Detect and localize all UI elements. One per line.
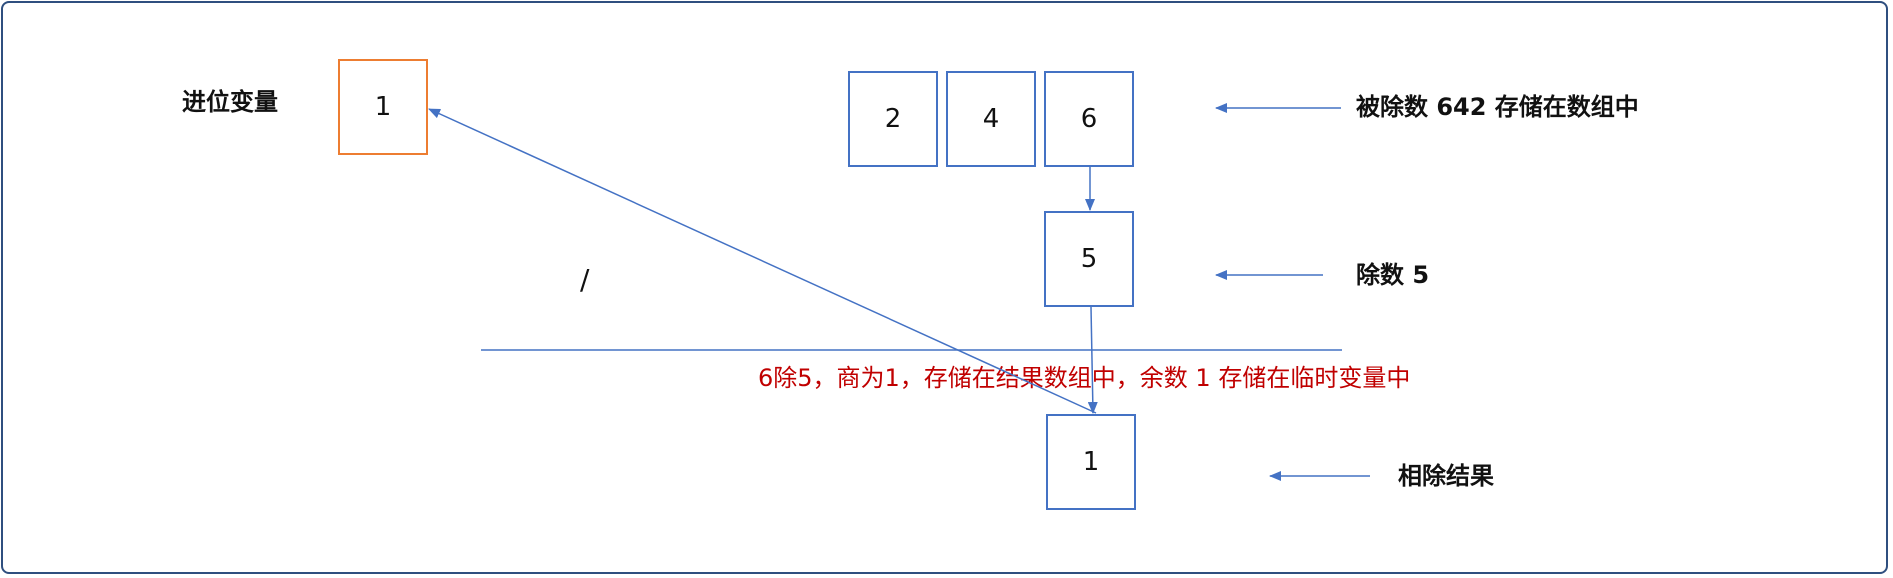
carry-box: 1 — [338, 59, 428, 155]
result-label: 相除结果 — [1398, 462, 1494, 490]
dividend-digit-box: 6 — [1044, 71, 1134, 167]
dividend-label: 被除数 642 存储在数组中 — [1356, 93, 1639, 121]
divisor-box: 5 — [1044, 211, 1134, 307]
division-operator: / — [580, 263, 590, 296]
dividend-digit-box: 4 — [946, 71, 1036, 167]
explanation-text: 6除5，商为1，存储在结果数组中，余数 1 存储在临时变量中 — [758, 364, 1411, 392]
divisor-label: 除数 5 — [1356, 261, 1430, 289]
result-box: 1 — [1046, 414, 1136, 510]
carry-label: 进位变量 — [182, 88, 278, 116]
dividend-digit-box: 2 — [848, 71, 938, 167]
